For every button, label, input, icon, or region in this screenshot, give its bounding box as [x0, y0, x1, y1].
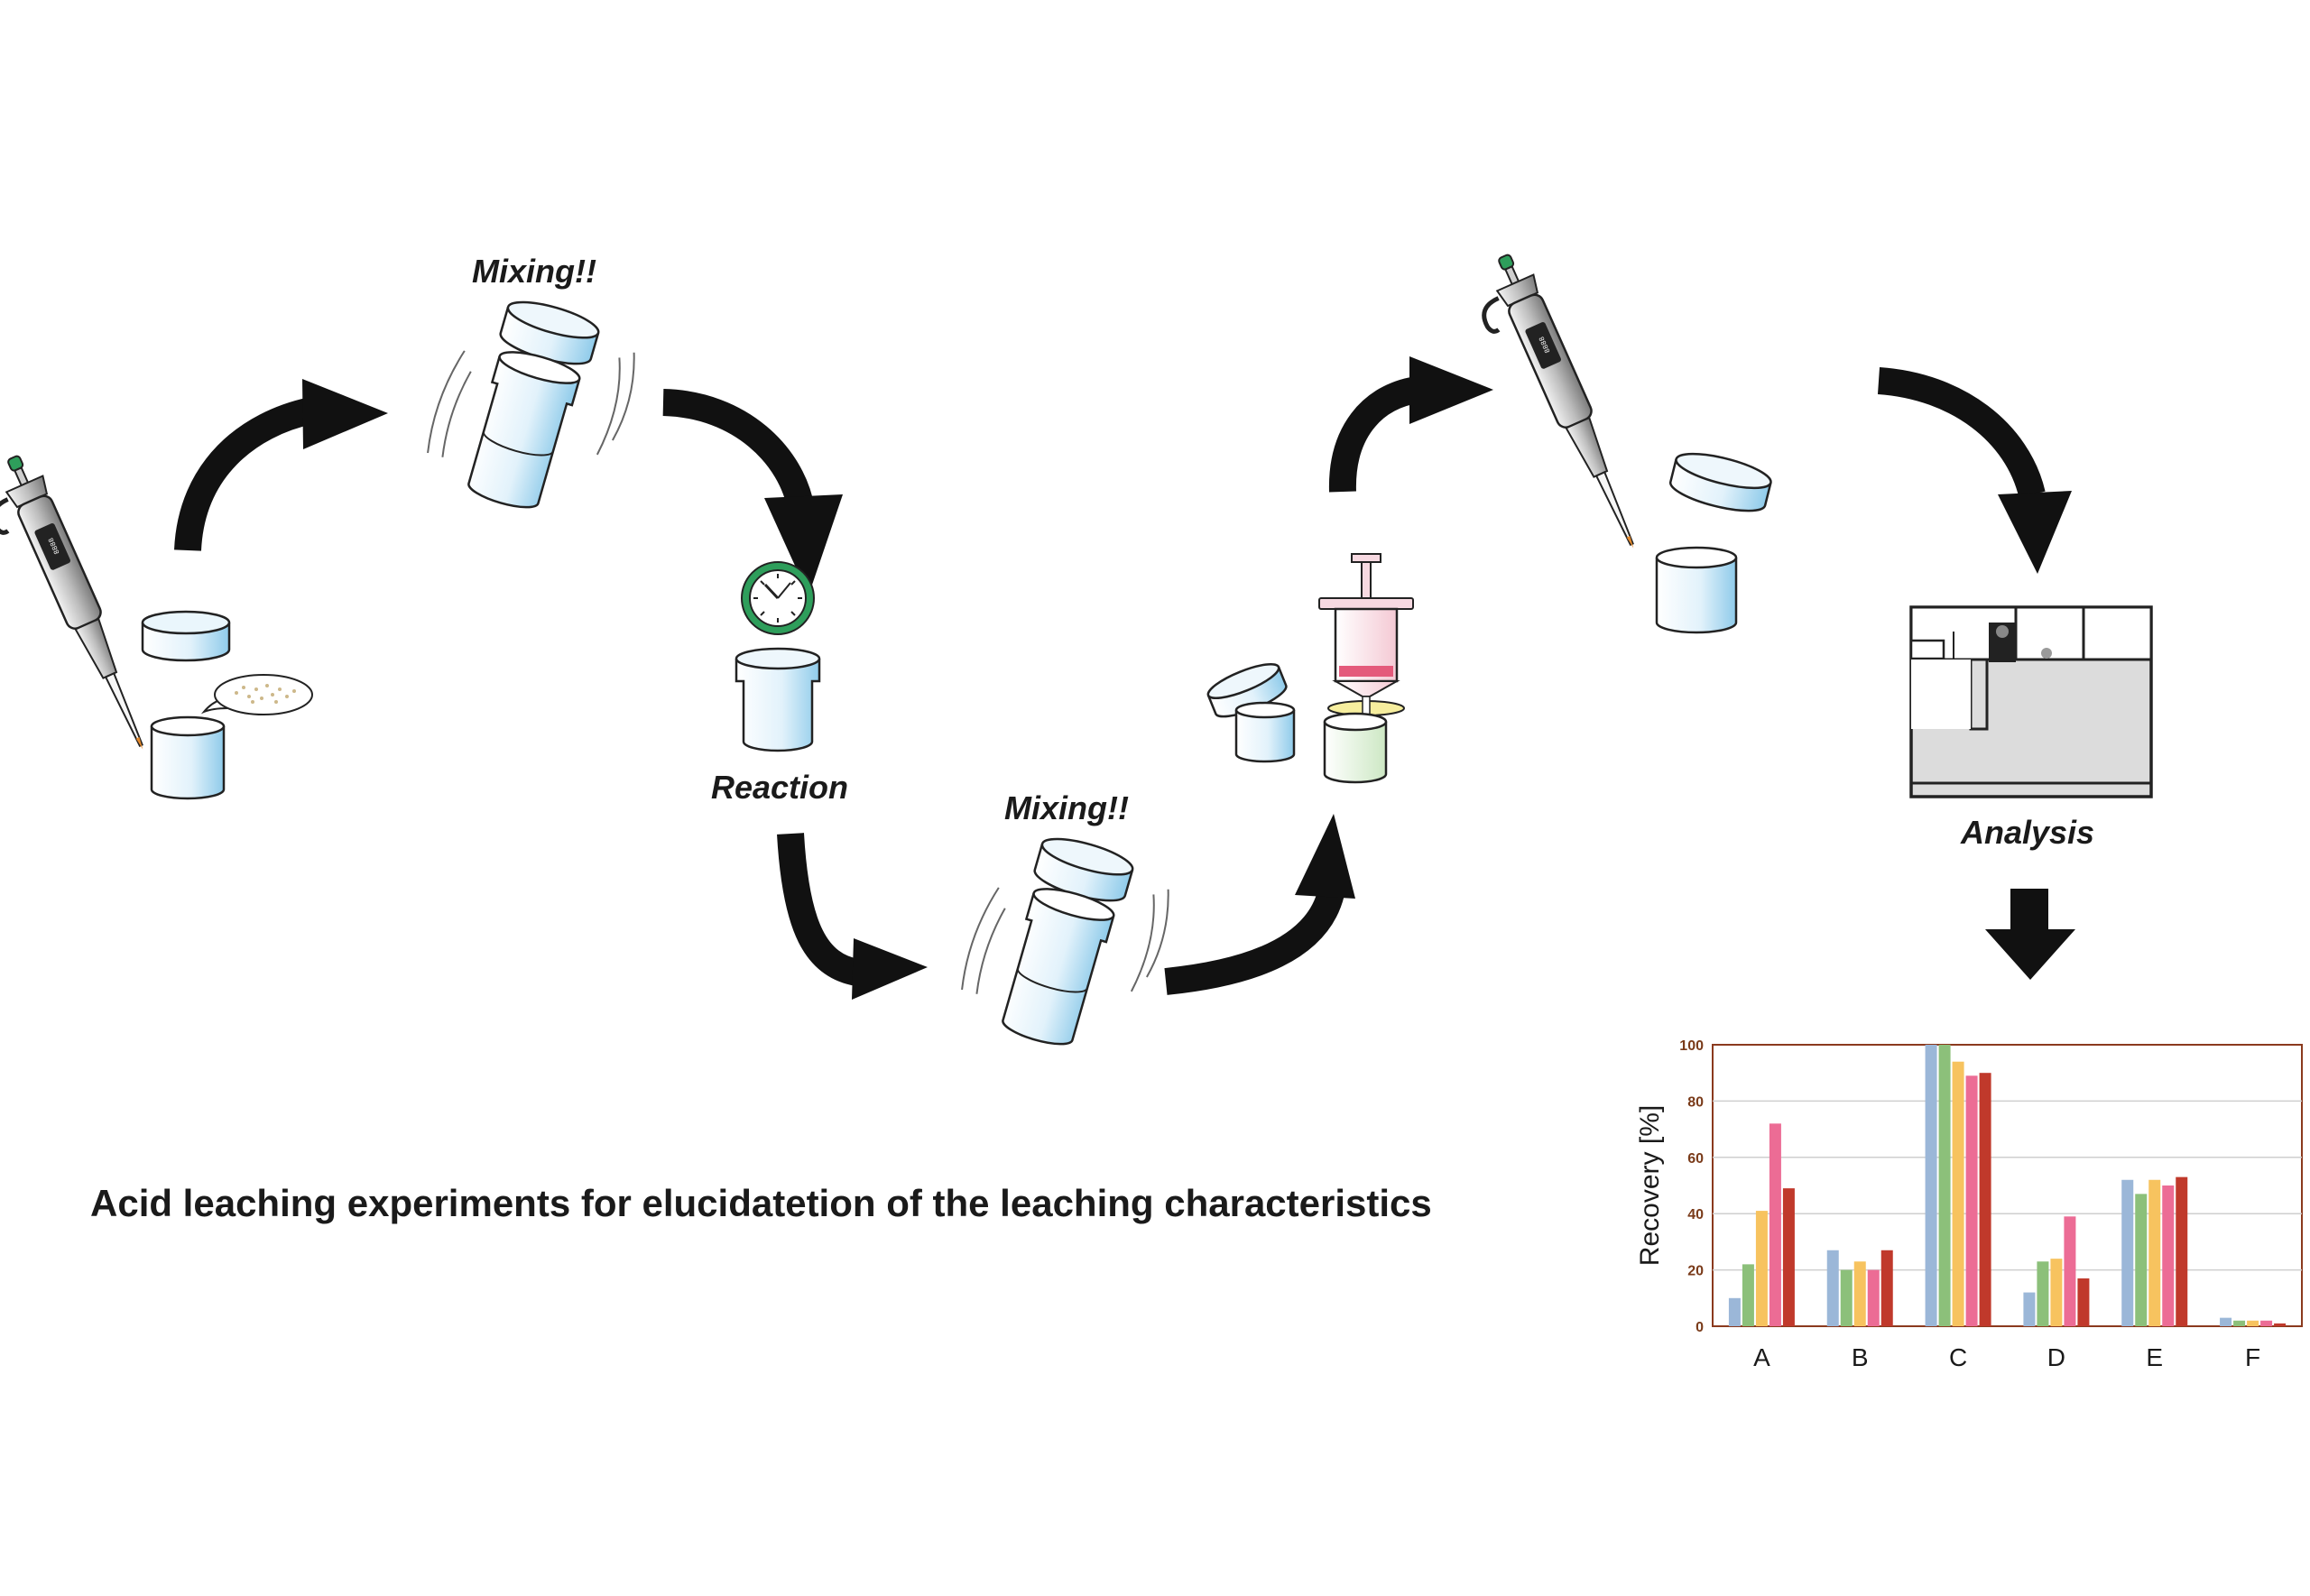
y-tick-label: 0 — [1696, 1320, 1704, 1335]
bar-E-5 — [2176, 1176, 2188, 1326]
small-vial-icon — [1234, 701, 1296, 763]
gridlines — [1713, 1100, 2302, 1271]
y-tick-label: 20 — [1687, 1264, 1704, 1279]
step-filtration — [1206, 553, 1414, 784]
bar-D-4 — [2064, 1216, 2076, 1326]
bar-C-1 — [1925, 1045, 1937, 1326]
arrow-pipette-to-mixing — [174, 379, 388, 552]
pipette-icon — [1464, 248, 1651, 566]
step-sample-preparation — [0, 449, 313, 800]
filtrate-vial-icon — [1323, 712, 1388, 784]
bar-B-2 — [1840, 1269, 1853, 1326]
bar-E-3 — [2148, 1179, 2161, 1326]
arrow-filtration-to-pipette — [1328, 356, 1493, 493]
arrow-mixing-to-reaction — [662, 389, 843, 595]
step-mixing-1: Mixing!! — [427, 253, 635, 509]
figure-caption: Acid leaching experiments for elucidatet… — [90, 1182, 1432, 1224]
x-tick-label: F — [2245, 1343, 2260, 1371]
bar-B-4 — [1867, 1269, 1880, 1326]
bar-A-4 — [1769, 1123, 1781, 1326]
step-analysis: Analysis — [1909, 605, 2153, 851]
plot-area — [1712, 1044, 2303, 1327]
x-tick-label: D — [2047, 1343, 2065, 1371]
bar-F-3 — [2247, 1320, 2259, 1326]
bar-E-4 — [2162, 1185, 2175, 1326]
vial-icon — [1655, 546, 1738, 634]
bar-E-2 — [2135, 1194, 2148, 1326]
arrow-pipette-to-analysis — [1877, 367, 2072, 574]
x-tick-labels: A B C D E F — [1753, 1343, 2260, 1371]
vial-lid-icon — [141, 610, 231, 662]
bar-A-1 — [1728, 1297, 1741, 1326]
y-tick-label: 100 — [1679, 1038, 1704, 1054]
y-tick-label: 80 — [1687, 1094, 1704, 1110]
y-tick-label: 60 — [1687, 1151, 1704, 1167]
bar-B-3 — [1853, 1261, 1866, 1326]
bar-F-5 — [2274, 1323, 2287, 1326]
arrow-reaction-to-mixing — [777, 833, 928, 1000]
analysis-label: Analysis — [1960, 814, 2094, 851]
powder-sample-icon — [200, 674, 313, 715]
analyzer-instrument-icon — [1909, 605, 2153, 798]
bar-C-3 — [1952, 1061, 1964, 1326]
pipette-icon — [0, 449, 161, 767]
step-reaction: Reaction — [711, 561, 848, 806]
arrow-mixing-to-filtration — [1164, 814, 1355, 995]
reaction-label: Reaction — [711, 769, 848, 806]
bar-C-4 — [1965, 1075, 1978, 1326]
shaking-vial-icon — [961, 837, 1169, 1046]
bar-D-2 — [2037, 1261, 2049, 1326]
bar-B-5 — [1880, 1250, 1893, 1326]
x-tick-label: A — [1753, 1343, 1770, 1371]
flow-arrows — [174, 356, 2075, 1000]
bar-A-3 — [1755, 1211, 1768, 1326]
bar-B-1 — [1826, 1250, 1839, 1326]
y-tick-labels: 0 20 40 60 80 100 — [1679, 1038, 1704, 1335]
bar-D-3 — [2050, 1259, 2063, 1326]
x-tick-label: B — [1852, 1343, 1869, 1371]
tilted-lid-icon — [1206, 663, 1288, 718]
vial-icon — [150, 715, 226, 800]
bar-C-2 — [1938, 1045, 1951, 1326]
recovery-bar-chart: 0 20 40 60 80 100 A B C D E F Recovery [%] — [1635, 1038, 2303, 1371]
y-tick-label: 40 — [1687, 1207, 1704, 1222]
bar-D-1 — [2023, 1292, 2036, 1326]
tilted-lid-icon — [1669, 452, 1772, 512]
bar-F-2 — [2233, 1320, 2246, 1326]
y-axis-label: Recovery [%] — [1635, 1105, 1665, 1266]
arrow-analysis-to-chart — [1985, 889, 2075, 980]
mixing-2-label: Mixing!! — [1004, 789, 1129, 826]
x-tick-label: C — [1949, 1343, 1967, 1371]
clock-icon — [741, 561, 815, 635]
x-tick-label: E — [2146, 1343, 2163, 1371]
step-mixing-2: Mixing!! — [961, 789, 1169, 1046]
step-dilution — [1464, 248, 1772, 634]
bar-C-5 — [1979, 1073, 1991, 1326]
bar-D-5 — [2077, 1278, 2090, 1326]
bars — [1728, 1045, 2287, 1326]
syringe-filter-icon — [1318, 553, 1414, 724]
bar-F-1 — [2220, 1317, 2232, 1326]
reaction-vial-icon — [735, 647, 821, 752]
bar-A-2 — [1742, 1264, 1754, 1326]
bar-E-1 — [2121, 1179, 2134, 1326]
mixing-1-label: Mixing!! — [472, 253, 596, 290]
bar-F-4 — [2260, 1320, 2273, 1326]
bar-A-5 — [1782, 1188, 1795, 1326]
shaking-vial-icon — [427, 300, 635, 509]
